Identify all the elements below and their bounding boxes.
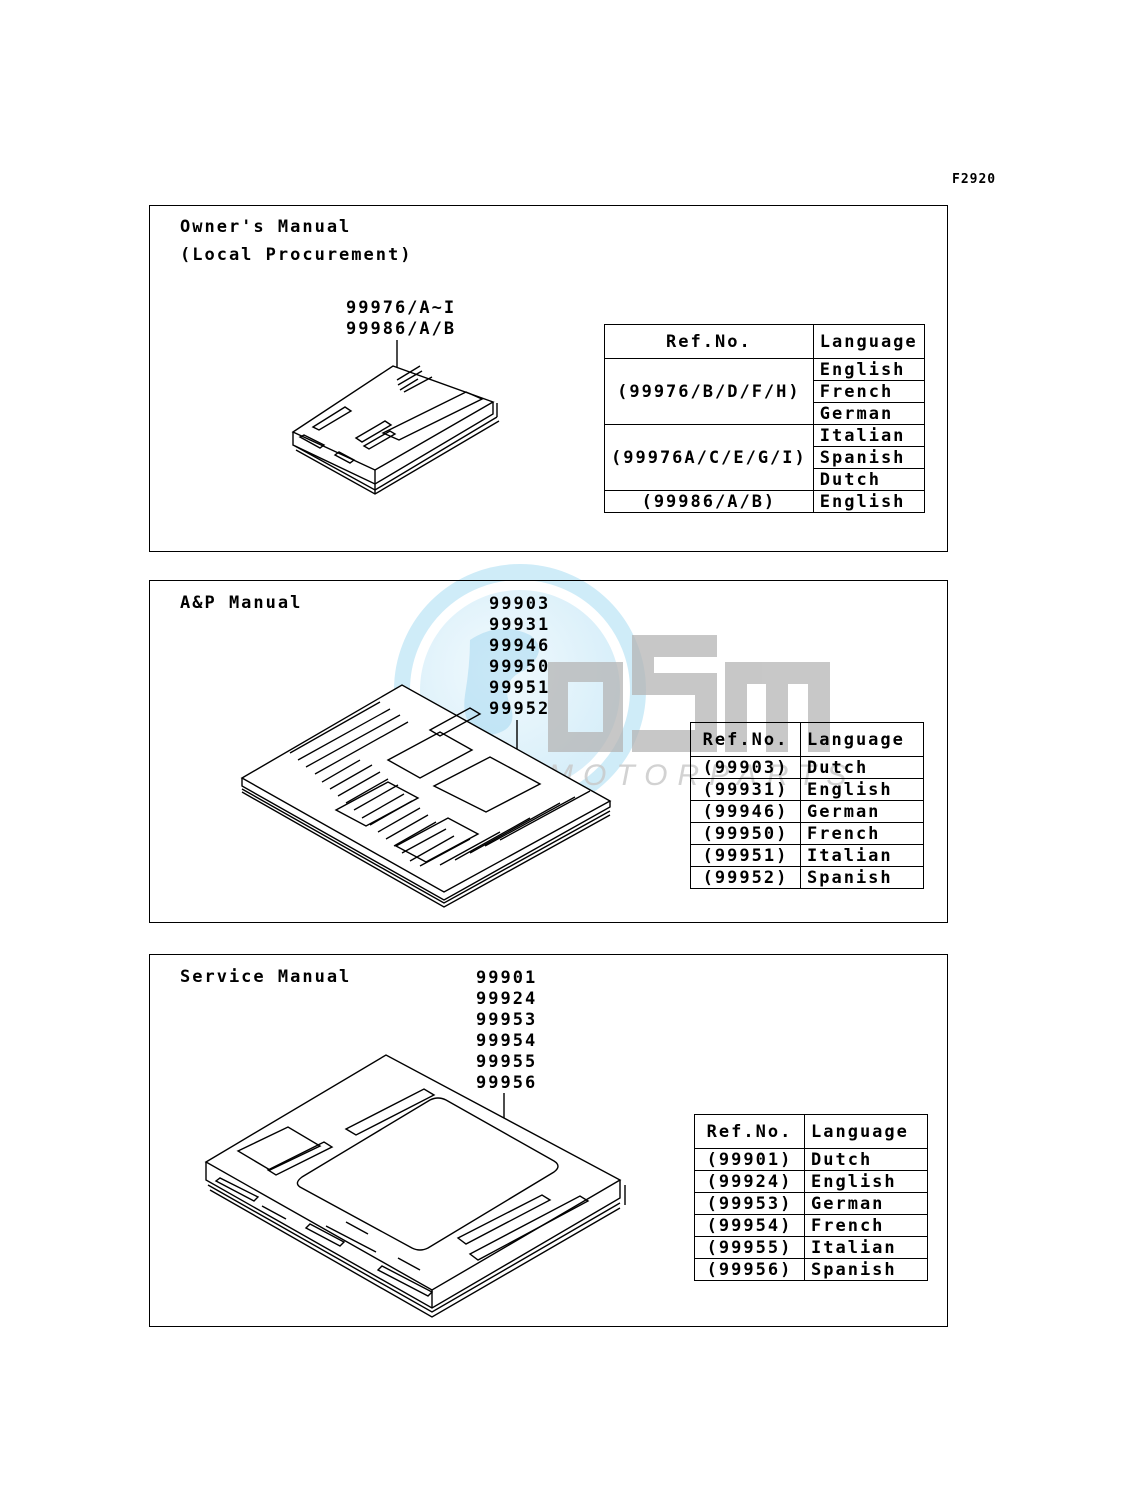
language-cell: Spanish [812,446,925,469]
section-title: Owner's Manual [180,217,352,237]
ref-cell: (99976A/C/E/G/I) [604,424,814,491]
language-cell: Spanish [800,866,924,889]
ref-cell: (99986/A/B) [604,490,814,513]
language-cell: English [812,490,925,513]
part-number: 99924 [476,989,538,1009]
language-cell: Spanish [804,1258,928,1281]
language-header: Language [812,324,925,359]
part-numbers: 99903 99931 99946 99950 99951 99952 [489,594,550,720]
ref-header: Ref.No. [604,324,814,359]
language-cell: Italian [812,424,925,447]
part-number: 99950 [489,657,551,677]
part-number: 99956 [476,1073,538,1093]
figure-code: F2920 [952,172,997,187]
ref-cell: (99903) [690,756,801,779]
language-cell: Italian [804,1236,928,1259]
part-number: 99952 [489,699,551,719]
language-cell: Dutch [812,468,925,491]
part-number: 99955 [476,1052,538,1072]
ref-cell: (99924) [694,1170,805,1193]
ref-cell: (99951) [690,844,801,867]
language-cell: French [812,380,925,403]
section-title: A&P Manual [180,593,303,613]
language-cell: Dutch [800,756,924,779]
service-manual-panel [149,954,948,1327]
ref-cell: (99954) [694,1214,805,1237]
ref-header: Ref.No. [690,722,801,757]
part-number: 99976/A~I [346,298,457,318]
language-cell: English [804,1170,928,1193]
part-numbers: 99901 99924 99953 99954 99955 99956 [476,968,537,1094]
ref-cell: (99952) [690,866,801,889]
ref-cell: (99953) [694,1192,805,1215]
part-number: 99951 [489,678,551,698]
language-cell: Dutch [804,1148,928,1171]
ref-cell: (99976/B/D/F/H) [604,358,814,425]
service-manual-ref-table: Ref.No. Language (99901)Dutch (99924)Eng… [694,1114,928,1281]
language-header: Language [804,1114,928,1149]
ref-header: Ref.No. [694,1114,805,1149]
ap-manual-panel [149,580,948,923]
part-number: 99986/A/B [346,319,457,339]
owners-manual-panel [149,205,948,552]
part-number: 99901 [476,968,538,988]
language-cell: German [812,402,925,425]
part-number: 99953 [476,1010,538,1030]
language-cell: German [804,1192,928,1215]
ref-cell: (99956) [694,1258,805,1281]
ref-cell: (99946) [690,800,801,823]
language-header: Language [800,722,924,757]
language-cell: French [804,1214,928,1237]
owners-manual-ref-table: Ref.No. Language (99976/B/D/F/H) English… [604,324,925,513]
ref-cell: (99901) [694,1148,805,1171]
part-numbers: 99976/A~I 99986/A/B [346,298,456,340]
part-number: 99946 [489,636,551,656]
part-number: 99903 [489,594,551,614]
part-number: 99931 [489,615,551,635]
language-cell: English [800,778,924,801]
ref-cell: (99955) [694,1236,805,1259]
section-subtitle: (Local Procurement) [180,245,413,265]
section-title: Service Manual [180,967,352,987]
ap-manual-ref-table: Ref.No. Language (99903)Dutch (99931)Eng… [690,722,924,889]
part-number: 99954 [476,1031,538,1051]
